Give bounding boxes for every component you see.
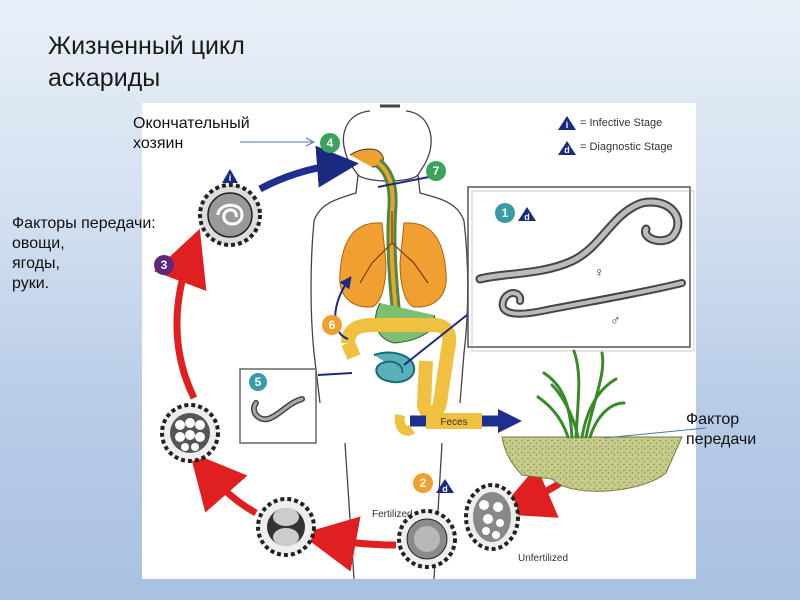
slide-title-line-2: аскариды <box>48 64 161 92</box>
fertilized-egg: Fertilized <box>372 509 457 569</box>
stage-2-diagnostic-icon <box>436 479 454 493</box>
diagnostic-stage-text: = Diagnostic Stage <box>580 141 673 153</box>
stage-1-badge <box>495 203 515 223</box>
stage-badges: 1 d 2 d 3 4 5 6 7 <box>154 133 536 494</box>
stage-3-label: 3 <box>161 258 168 272</box>
stage-1-label: 1 <box>502 206 509 220</box>
stage-1-diagnostic-symbol: d <box>524 212 530 222</box>
stage-1-diagnostic-icon <box>518 207 536 221</box>
male-symbol: ♂ <box>610 312 621 328</box>
stage-2-badge <box>413 473 433 493</box>
infective-egg-symbol: i <box>229 173 232 183</box>
morula-egg <box>160 403 220 463</box>
cycle-arrows: Feces <box>153 145 569 572</box>
transmission-factor-line-1: Фактор <box>686 411 740 428</box>
arrow-feces-head <box>498 409 522 433</box>
slide-title-line-1: Жизненный цикл <box>48 32 245 60</box>
lifecycle-diagram-svg: i = Infective Stage d = Diagnostic Stage <box>153 104 695 579</box>
infective-stage-icon <box>558 116 576 130</box>
two-cell-egg <box>256 497 316 557</box>
transmission-factors-line-3: ягоды, <box>12 255 60 272</box>
stage-2-label: 2 <box>420 476 427 490</box>
stage-5-label: 5 <box>255 375 262 389</box>
lifecycle-diagram: i = Infective Stage d = Diagnostic Stage <box>142 103 696 579</box>
soil-and-plant <box>501 349 683 492</box>
stage-4-badge <box>320 133 340 153</box>
diagnostic-stage-icon <box>558 141 576 155</box>
transmission-factor-label: Фактор передачи <box>686 410 756 450</box>
fertilized-label: Fertilized <box>372 509 413 520</box>
transmission-factors-line-2: овощи, <box>12 235 65 252</box>
infective-egg: i <box>198 169 262 247</box>
legend: i = Infective Stage d = Diagnostic Stage <box>558 116 673 155</box>
diagnostic-stage-symbol: d <box>564 145 570 155</box>
arrow-to-mouth <box>258 145 359 193</box>
stage-3-infective-icon <box>222 169 238 183</box>
unfertilized-label: Unfertilized <box>518 553 568 564</box>
stage-6-badge <box>322 315 342 335</box>
stage-7-badge <box>426 161 446 181</box>
stage-3-badge <box>154 255 174 275</box>
stage-2-diagnostic-symbol: d <box>442 484 448 494</box>
infective-stage-text: = Infective Stage <box>580 117 662 129</box>
unfertilized-egg: Unfertilized <box>464 483 568 564</box>
transmission-factors-line-1: Факторы передачи: <box>12 215 156 232</box>
arrow-to-embryo-egg <box>300 516 397 572</box>
intestines <box>341 318 457 436</box>
feces-label: Feces <box>440 417 467 428</box>
arrow-to-left-egg <box>189 451 258 517</box>
arrow-up-left <box>153 228 207 400</box>
female-symbol: ♀ <box>594 264 605 280</box>
definitive-host-label: Окончательный хозяин <box>133 114 250 154</box>
transmission-factors-line-4: руки. <box>12 275 50 292</box>
stage-6-label: 6 <box>329 318 336 332</box>
stage-4-label: 4 <box>327 136 334 150</box>
transmission-factors-label: Факторы передачи: овощи, ягоды, руки. <box>12 214 156 294</box>
feces-label-box <box>426 413 482 429</box>
plant-icon <box>536 349 626 439</box>
transmission-factor-line-2: передачи <box>686 431 757 448</box>
stage-7-label: 7 <box>433 164 440 178</box>
infective-stage-symbol: i <box>566 120 569 130</box>
definitive-host-line-1: Окончательный <box>133 115 250 132</box>
definitive-host-line-2: хозяин <box>133 135 184 152</box>
slide-title: Жизненный цикл аскариды <box>48 30 368 94</box>
stage-5-badge <box>249 373 267 391</box>
